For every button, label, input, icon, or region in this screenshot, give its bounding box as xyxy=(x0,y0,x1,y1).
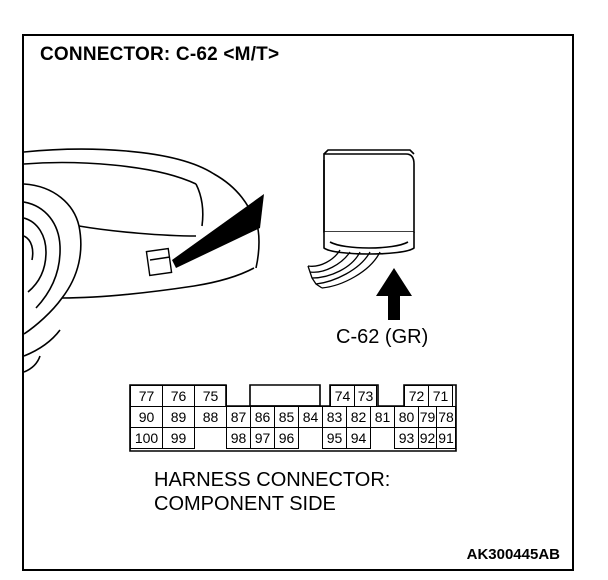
dash-module xyxy=(145,247,173,277)
pin-72: 72 xyxy=(404,385,429,407)
diagram-frame: CONNECTOR: C-62 <M/T> xyxy=(22,34,574,571)
pin-84: 84 xyxy=(298,406,323,428)
pin-77: 77 xyxy=(130,385,163,407)
figure-id: AK300445AB xyxy=(466,546,560,563)
pin-86: 86 xyxy=(250,406,275,428)
pin-78: 78 xyxy=(436,406,456,428)
pin-74: 74 xyxy=(330,385,355,407)
pin-98: 98 xyxy=(226,427,251,449)
harness-connector-pinout: 77 76 75 74 73 72 71 90 89 88 87 86 85 8… xyxy=(130,385,462,451)
pin-92: 92 xyxy=(418,427,437,449)
pin-73: 73 xyxy=(354,385,377,407)
pin-87: 87 xyxy=(226,406,251,428)
connector-title: CONNECTOR: C-62 <M/T> xyxy=(40,44,280,65)
harness-connector-caption: HARNESS CONNECTOR: COMPONENT SIDE xyxy=(154,468,390,516)
pin-81: 81 xyxy=(370,406,395,428)
pin-94: 94 xyxy=(346,427,371,449)
pin-90: 90 xyxy=(130,406,163,428)
pin-88: 88 xyxy=(194,406,227,428)
pin-93: 93 xyxy=(394,427,419,449)
pin-79: 79 xyxy=(418,406,437,428)
component-box xyxy=(323,149,415,255)
pin-80: 80 xyxy=(394,406,419,428)
pin-100: 100 xyxy=(130,427,163,449)
pin-95: 95 xyxy=(322,427,347,449)
pin-82: 82 xyxy=(346,406,371,428)
pin-76: 76 xyxy=(162,385,195,407)
pin-75: 75 xyxy=(194,385,227,407)
harness-caption-line-1: HARNESS CONNECTOR: xyxy=(154,469,391,491)
pin-96: 96 xyxy=(274,427,299,449)
pin-97: 97 xyxy=(250,427,275,449)
harness-wires xyxy=(307,249,381,289)
pin-89: 89 xyxy=(162,406,195,428)
connector-label: C-62 (GR) xyxy=(336,326,429,348)
pointer-wedge xyxy=(172,194,264,268)
pin-85: 85 xyxy=(274,406,299,428)
pin-91: 91 xyxy=(436,427,456,449)
pin-99: 99 xyxy=(162,427,195,449)
dashboard-illustration xyxy=(24,148,415,373)
up-arrow xyxy=(376,268,412,320)
dashboard-outline xyxy=(24,148,260,373)
pin-71: 71 xyxy=(428,385,453,407)
pin-83: 83 xyxy=(322,406,347,428)
harness-caption-line-2: COMPONENT SIDE xyxy=(154,493,336,515)
